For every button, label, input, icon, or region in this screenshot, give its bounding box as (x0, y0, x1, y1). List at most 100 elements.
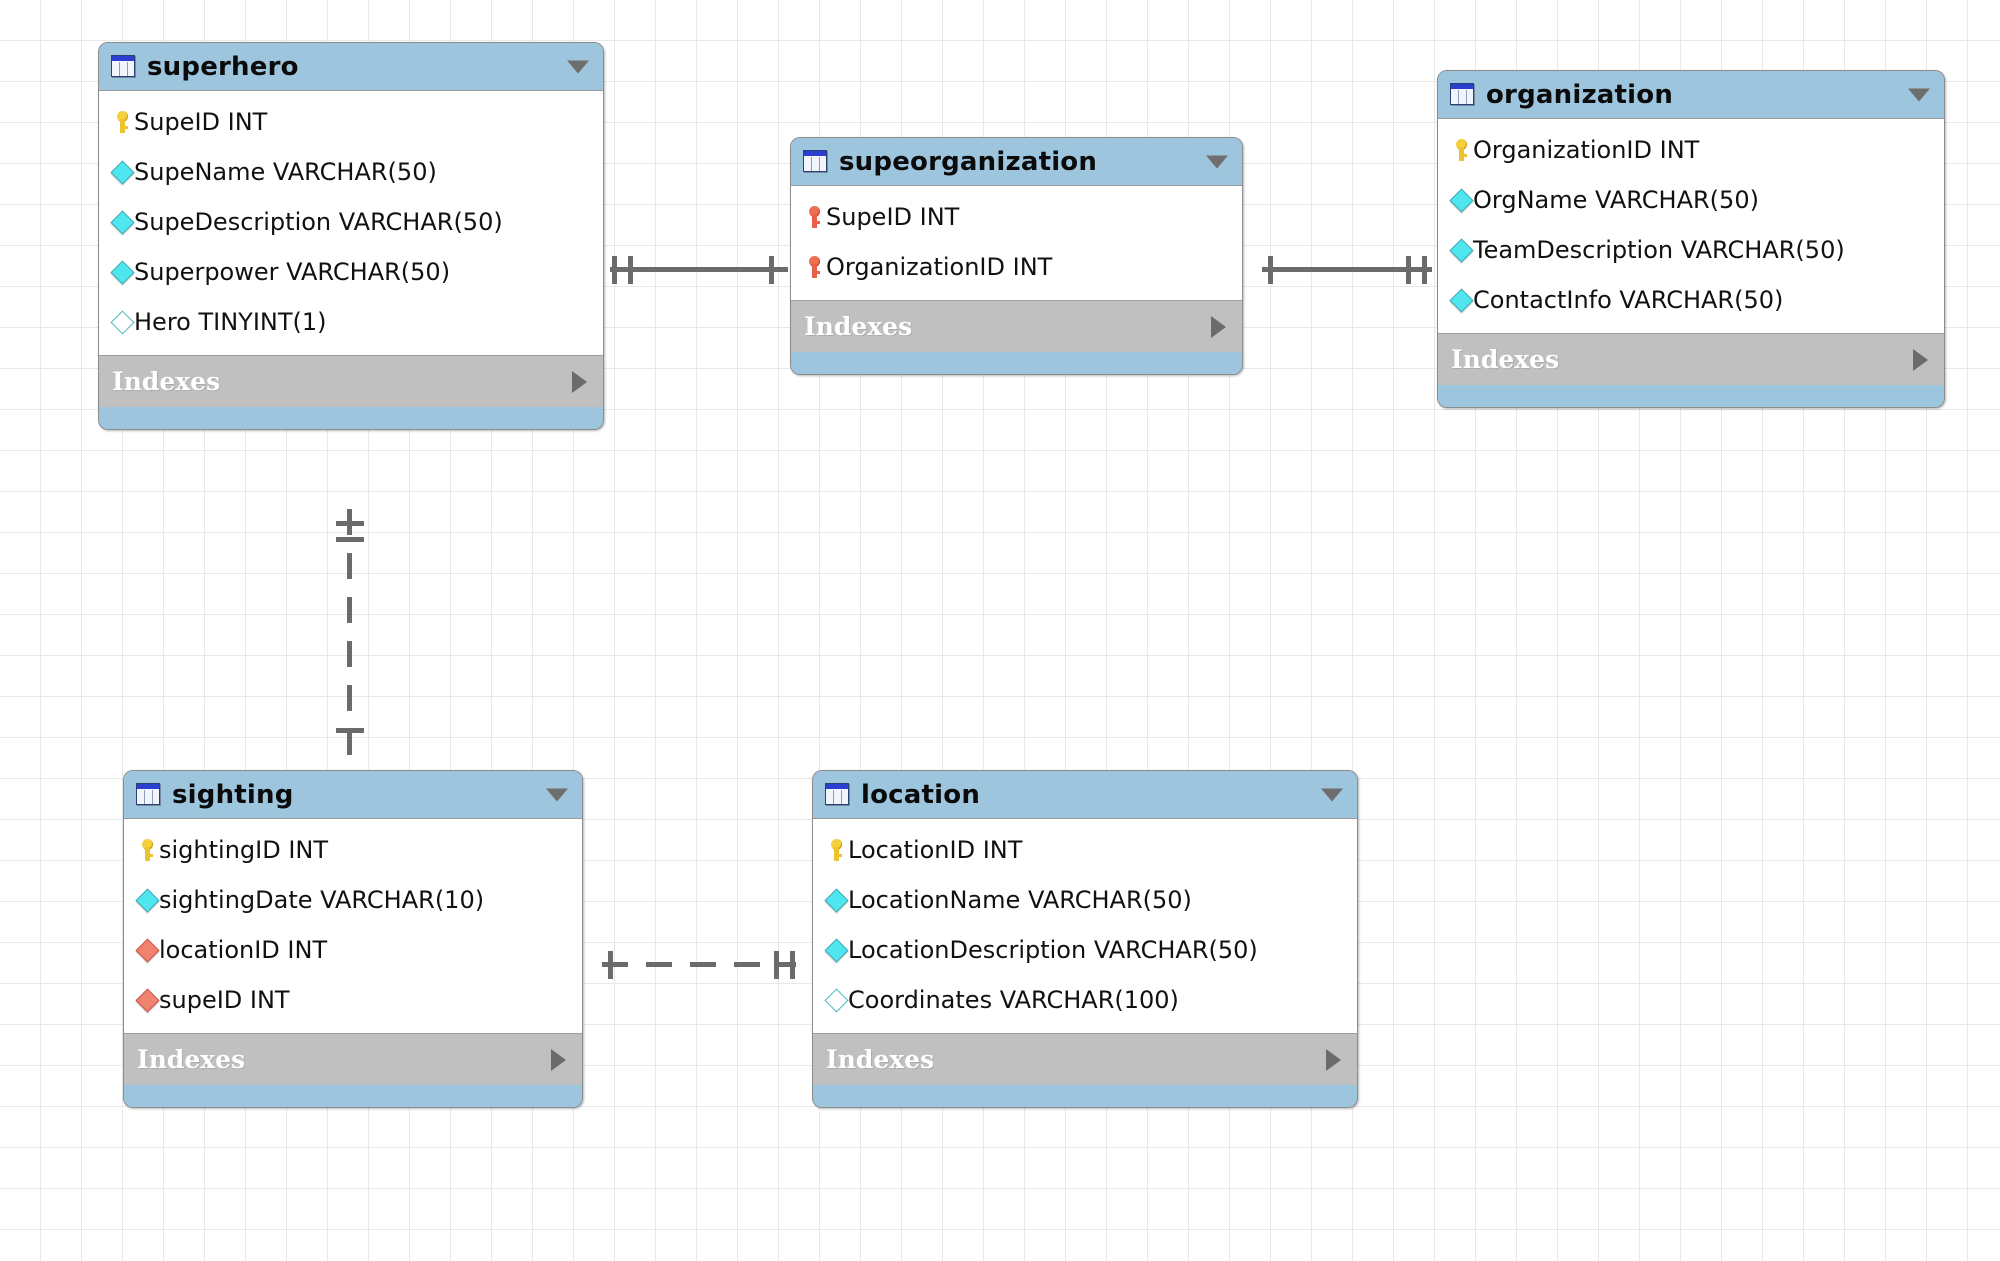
cardinality-many-crowsfoot (763, 252, 789, 286)
indexes-section-supeorganization[interactable]: Indexes (791, 300, 1242, 352)
indexes-section-location[interactable]: Indexes (813, 1033, 1357, 1085)
column-row[interactable]: OrganizationID INT (791, 242, 1242, 292)
column-label: sightingID INT (159, 836, 329, 864)
table-header-supeorganization[interactable]: supeorganization (791, 138, 1242, 186)
column-notnull-icon (823, 937, 849, 963)
table-name: location (861, 779, 981, 810)
column-list-location: LocationID INT LocationName VARCHAR(50) … (813, 819, 1357, 1033)
cardinality-one-mark (774, 951, 779, 979)
indexes-label: Indexes (826, 1045, 935, 1074)
column-label: sightingDate VARCHAR(10) (159, 886, 485, 914)
column-row[interactable]: OrganizationID INT (1438, 125, 1944, 175)
column-label: TeamDescription VARCHAR(50) (1473, 236, 1845, 264)
column-label: locationID INT (159, 936, 328, 964)
relationship-superhero-sighting[interactable] (330, 505, 370, 770)
table-organization[interactable]: organization OrganizationID INT OrgName … (1437, 70, 1945, 408)
primary-key-icon (824, 839, 848, 861)
table-header-organization[interactable]: organization (1438, 71, 1944, 119)
column-label: OrganizationID INT (826, 253, 1053, 281)
chevron-right-icon[interactable] (551, 1048, 566, 1071)
table-name: superhero (147, 51, 299, 82)
primary-foreign-key-icon (802, 256, 826, 278)
column-row[interactable]: Superpower VARCHAR(50) (99, 247, 603, 297)
column-label: LocationDescription VARCHAR(50) (848, 936, 1258, 964)
connector-line-dashed (602, 962, 796, 967)
column-notnull-icon (1448, 237, 1474, 263)
column-row[interactable]: OrgName VARCHAR(50) (1438, 175, 1944, 225)
primary-foreign-key-icon (802, 206, 826, 228)
indexes-section-sighting[interactable]: Indexes (124, 1033, 582, 1085)
column-list-organization: OrganizationID INT OrgName VARCHAR(50) T… (1438, 119, 1944, 333)
table-footer (791, 352, 1242, 374)
column-label: OrgName VARCHAR(50) (1473, 186, 1759, 214)
column-row[interactable]: LocationName VARCHAR(50) (813, 875, 1357, 925)
column-row[interactable]: supeID INT (124, 975, 582, 1025)
column-row[interactable]: SupeID INT (99, 97, 603, 147)
relationship-superhero-supeorganization[interactable] (600, 250, 800, 290)
table-header-location[interactable]: location (813, 771, 1357, 819)
table-footer (813, 1085, 1357, 1107)
column-row[interactable]: locationID INT (124, 925, 582, 975)
chevron-down-icon[interactable] (546, 788, 568, 801)
table-footer (99, 407, 603, 429)
column-notnull-icon (134, 887, 160, 913)
table-icon (825, 782, 851, 807)
table-name: supeorganization (839, 146, 1098, 177)
column-label: Coordinates VARCHAR(100) (848, 986, 1179, 1014)
chevron-down-icon[interactable] (1206, 155, 1228, 168)
chevron-right-icon[interactable] (1211, 315, 1226, 338)
column-row[interactable]: Hero TINYINT(1) (99, 297, 603, 347)
cardinality-one-mark (1268, 256, 1273, 284)
cardinality-one-mark (612, 256, 617, 284)
column-row[interactable]: LocationID INT (813, 825, 1357, 875)
table-icon (136, 782, 162, 807)
relationship-supeorganization-organization[interactable] (1240, 250, 1440, 290)
table-superhero[interactable]: superhero SupeID INT SupeName VARCHAR(50… (98, 42, 604, 430)
indexes-label: Indexes (112, 367, 221, 396)
chevron-down-icon[interactable] (1321, 788, 1343, 801)
column-label: SupeName VARCHAR(50) (134, 158, 437, 186)
table-header-superhero[interactable]: superhero (99, 43, 603, 91)
indexes-section-superhero[interactable]: Indexes (99, 355, 603, 407)
foreign-key-icon (134, 937, 160, 963)
column-row[interactable]: SupeDescription VARCHAR(50) (99, 197, 603, 247)
table-footer (1438, 385, 1944, 407)
column-row[interactable]: ContactInfo VARCHAR(50) (1438, 275, 1944, 325)
cardinality-one-mark (628, 256, 633, 284)
primary-key-icon (135, 839, 159, 861)
chevron-right-icon[interactable] (1913, 348, 1928, 371)
column-row[interactable]: Coordinates VARCHAR(100) (813, 975, 1357, 1025)
cardinality-one-mark (1422, 256, 1427, 284)
chevron-down-icon[interactable] (567, 60, 589, 73)
column-row[interactable]: SupeID INT (791, 192, 1242, 242)
column-row[interactable]: sightingID INT (124, 825, 582, 875)
primary-key-icon (110, 111, 134, 133)
column-row[interactable]: SupeName VARCHAR(50) (99, 147, 603, 197)
table-name: sighting (172, 779, 294, 810)
column-notnull-icon (1448, 187, 1474, 213)
relationship-sighting-location[interactable] (578, 945, 818, 985)
column-row[interactable]: sightingDate VARCHAR(10) (124, 875, 582, 925)
chevron-right-icon[interactable] (1326, 1048, 1341, 1071)
primary-key-icon (1449, 139, 1473, 161)
cardinality-many-crowsfoot (580, 947, 606, 981)
column-label: SupeID INT (826, 203, 960, 231)
column-notnull-icon (109, 259, 135, 285)
table-header-sighting[interactable]: sighting (124, 771, 582, 819)
foreign-key-icon (134, 987, 160, 1013)
indexes-label: Indexes (137, 1045, 246, 1074)
indexes-label: Indexes (804, 312, 913, 341)
chevron-down-icon[interactable] (1908, 88, 1930, 101)
cardinality-one-mark (336, 521, 364, 526)
chevron-right-icon[interactable] (572, 370, 587, 393)
column-row[interactable]: LocationDescription VARCHAR(50) (813, 925, 1357, 975)
table-location[interactable]: location LocationID INT LocationName VAR… (812, 770, 1358, 1108)
table-icon (1450, 82, 1476, 107)
indexes-section-organization[interactable]: Indexes (1438, 333, 1944, 385)
table-supeorganization[interactable]: supeorganization SupeID INT Organization… (790, 137, 1243, 375)
column-row[interactable]: TeamDescription VARCHAR(50) (1438, 225, 1944, 275)
cardinality-one-mark (336, 537, 364, 542)
column-label: ContactInfo VARCHAR(50) (1473, 286, 1784, 314)
table-sighting[interactable]: sighting sightingID INT sightingDate VAR… (123, 770, 583, 1108)
